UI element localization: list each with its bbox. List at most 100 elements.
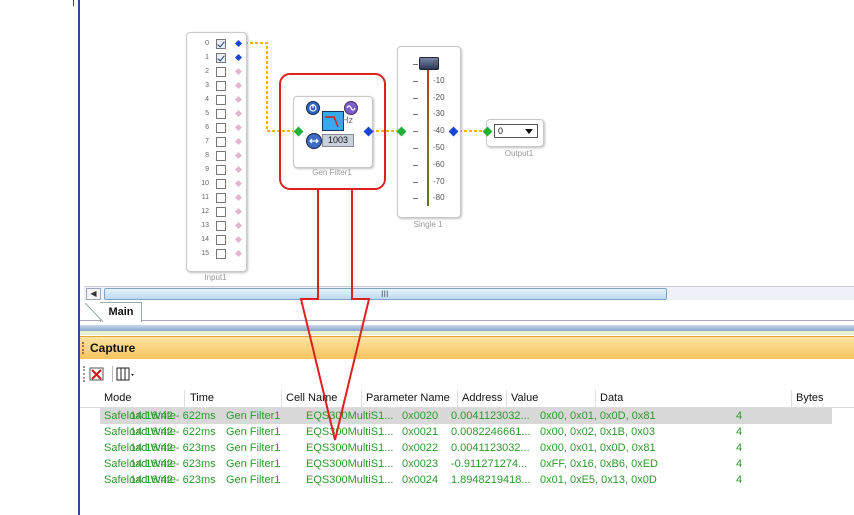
input-channel-checkbox[interactable] xyxy=(216,95,226,105)
volume-scale-label: -30 xyxy=(433,109,445,119)
volume-track xyxy=(427,61,429,206)
input-channel-pin[interactable] xyxy=(234,137,243,146)
input-channel-pin[interactable] xyxy=(234,193,243,202)
input-channel-number: 8 xyxy=(205,152,209,159)
capture-table[interactable]: Mode Time Cell Name Parameter Name Addre… xyxy=(80,390,854,515)
volume-scale-tick xyxy=(413,114,418,116)
grip-icon: III xyxy=(381,289,389,299)
toolbar-grip-icon[interactable] xyxy=(83,366,87,382)
row-time: 14:16:42 - 623ms xyxy=(130,474,216,486)
input-channel-pin[interactable] xyxy=(234,53,243,62)
column-divider[interactable] xyxy=(281,390,282,407)
input-channel-checkbox[interactable] xyxy=(216,137,226,147)
row-value: 0.0082246661... xyxy=(451,426,531,438)
input-channel-checkbox[interactable] xyxy=(216,165,226,175)
input-channel-checkbox[interactable] xyxy=(216,81,226,91)
row-cell-name: Gen Filter1 xyxy=(226,442,281,454)
input-channel-checkbox[interactable] xyxy=(216,39,226,49)
input-channel-checkbox[interactable] xyxy=(216,193,226,203)
input-channel-checkbox[interactable] xyxy=(216,151,226,161)
link-icon[interactable] xyxy=(306,133,322,149)
column-time[interactable]: Time xyxy=(190,392,215,404)
output-select-value: 0 xyxy=(498,126,504,136)
input-channel-row: 7 xyxy=(187,136,247,150)
column-address[interactable]: Address xyxy=(462,392,503,404)
volume-scale-label: -20 xyxy=(433,92,445,102)
frequency-value-field[interactable]: 1003 xyxy=(322,134,354,147)
column-parameter-name[interactable]: Parameter Name xyxy=(366,392,450,404)
panel-grip-icon[interactable] xyxy=(82,342,86,354)
volume-scale-tick xyxy=(413,164,418,166)
input-channel-pin[interactable] xyxy=(234,179,243,188)
input-channel-pin[interactable] xyxy=(234,221,243,230)
input-channel-pin[interactable] xyxy=(234,151,243,160)
power-icon[interactable] xyxy=(306,101,320,115)
input-channel-row: 11 xyxy=(187,192,247,206)
gen-filter-block[interactable]: Hz 1003 xyxy=(293,96,373,168)
hz-label: Hz xyxy=(342,115,353,125)
input-channel-pin[interactable] xyxy=(234,67,243,76)
row-mode: Safeload Write xyxy=(104,410,176,422)
input-block-label: Input1 xyxy=(204,273,227,282)
splitter-bar[interactable] xyxy=(80,325,854,331)
row-mode: Safeload Write xyxy=(104,442,176,454)
input-channel-pin[interactable] xyxy=(234,235,243,244)
input-channel-checkbox[interactable] xyxy=(216,109,226,119)
input-channel-checkbox[interactable] xyxy=(216,53,226,63)
input-channel-row: 0 xyxy=(187,38,247,52)
row-address: 0x0021 xyxy=(402,426,439,438)
volume-scale-label: -50 xyxy=(433,143,445,152)
column-divider[interactable] xyxy=(791,390,792,407)
tab-main[interactable]: Main xyxy=(85,302,142,322)
input-channel-pin[interactable] xyxy=(234,123,243,132)
row-cell-name: Gen Filter1 xyxy=(226,410,281,422)
input-channel-number: 14 xyxy=(201,236,209,243)
input-channel-pin[interactable] xyxy=(234,39,243,48)
row-mode: Safeload Write xyxy=(104,458,176,470)
volume-slider-handle[interactable] xyxy=(419,57,439,70)
output-block[interactable]: 0 xyxy=(486,119,544,147)
input-channel-checkbox[interactable] xyxy=(216,221,226,231)
column-bytes[interactable]: Bytes xyxy=(796,392,824,404)
input-channel-checkbox[interactable] xyxy=(216,179,226,189)
chevron-down-icon[interactable] xyxy=(525,129,533,134)
column-divider[interactable] xyxy=(595,390,596,407)
input-channel-checkbox[interactable] xyxy=(216,235,226,245)
input-channel-pin[interactable] xyxy=(234,81,243,90)
column-divider[interactable] xyxy=(506,390,507,407)
column-divider[interactable] xyxy=(361,390,362,407)
scrollbar-thumb[interactable]: III xyxy=(104,288,667,300)
input-channel-checkbox[interactable] xyxy=(216,249,226,259)
output-select[interactable]: 0 xyxy=(494,124,538,138)
input-channel-checkbox[interactable] xyxy=(216,67,226,77)
row-parameter-name: EQS300MultiS1... xyxy=(306,410,394,422)
columns-icon[interactable] xyxy=(116,365,138,383)
input-channel-pin[interactable] xyxy=(234,249,243,258)
input-channel-checkbox[interactable] xyxy=(216,207,226,217)
column-mode[interactable]: Mode xyxy=(104,392,132,404)
scroll-left-button[interactable]: ◀ xyxy=(86,288,101,300)
filter-response-icon[interactable] xyxy=(322,111,344,131)
column-value[interactable]: Value xyxy=(511,392,539,404)
column-divider[interactable] xyxy=(184,390,185,407)
input-channel-pin[interactable] xyxy=(234,109,243,118)
column-divider[interactable] xyxy=(457,390,458,407)
input-channel-checkbox[interactable] xyxy=(216,123,226,133)
input-channel-pin[interactable] xyxy=(234,95,243,104)
column-cell-name[interactable]: Cell Name xyxy=(286,392,338,404)
row-time: 14:16:42 - 623ms xyxy=(130,458,216,470)
column-data[interactable]: Data xyxy=(600,392,624,404)
clear-capture-icon[interactable] xyxy=(88,365,106,383)
wave-icon[interactable] xyxy=(344,101,358,115)
input-channel-pin[interactable] xyxy=(234,165,243,174)
input-channel-pin[interactable] xyxy=(234,207,243,216)
volume-scale-tick xyxy=(413,148,418,149)
window-left-border xyxy=(78,0,80,515)
